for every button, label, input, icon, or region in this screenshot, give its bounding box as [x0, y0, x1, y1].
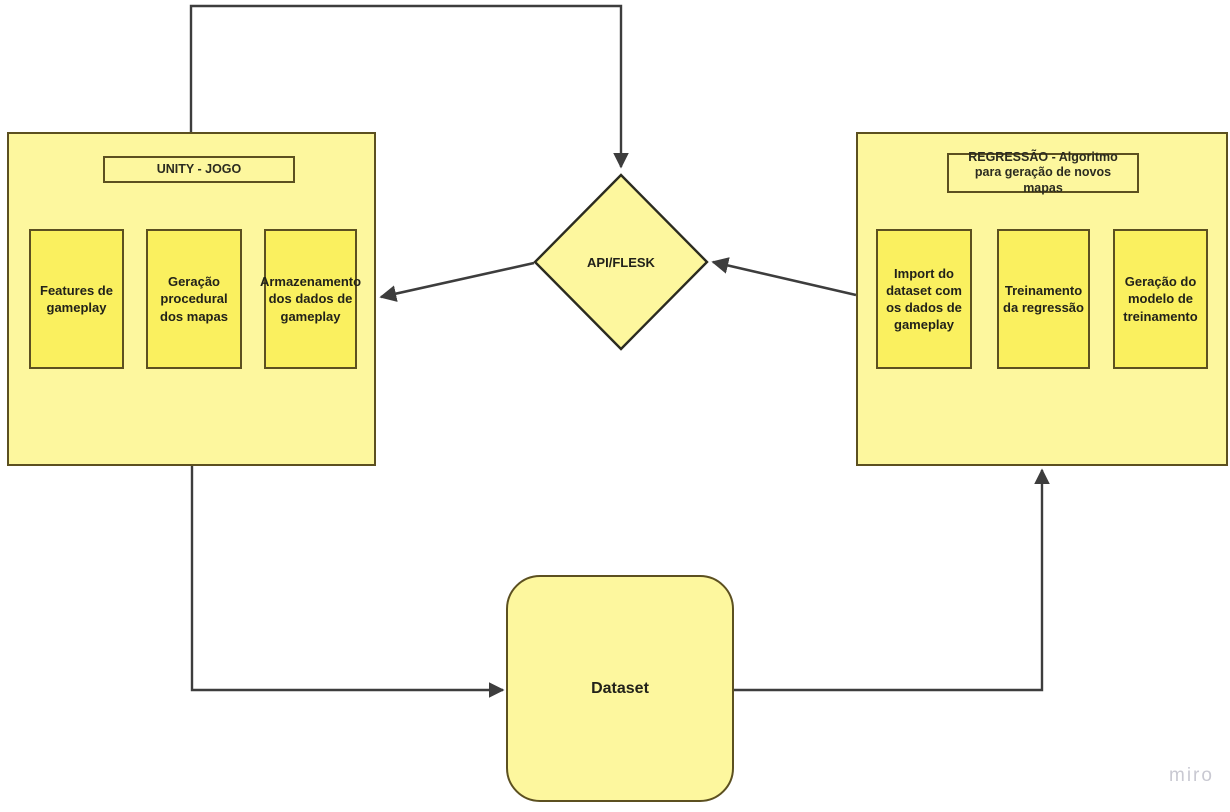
dataset-node[interactable]: Dataset	[506, 575, 734, 802]
unity-step-features-de-gameplay[interactable]: Features de gameplay	[29, 229, 124, 369]
api-node[interactable]: API/FLESK	[533, 173, 709, 351]
api-node-label: API/FLESK	[587, 254, 655, 270]
connector-regression-to-api	[711, 257, 857, 297]
regression-panel-title[interactable]: REGRESSÃO - Algoritmo para geração de no…	[947, 150, 1139, 195]
regression-step-geracao-modelo[interactable]: Geração do modelo de treinamento	[1113, 229, 1208, 369]
regression-step-import-dataset[interactable]: Import do dataset com os dados de gamepl…	[876, 229, 972, 369]
connector-api-to-unity	[379, 261, 535, 302]
connector-unity-to-dataset	[190, 466, 505, 698]
unity-step-armazenamento-dados[interactable]: Armazenamento dos dados de gameplay	[260, 229, 361, 369]
connector-dataset-to-regression	[733, 468, 1050, 692]
unity-step-geracao-procedural[interactable]: Geração procedural dos mapas	[146, 229, 242, 369]
api-diamond-shape	[533, 173, 709, 351]
miro-watermark: miro	[1169, 765, 1214, 786]
regression-step-treinamento[interactable]: Treinamento da regressão	[997, 229, 1090, 369]
unity-panel-title[interactable]: UNITY - JOGO	[103, 156, 295, 183]
